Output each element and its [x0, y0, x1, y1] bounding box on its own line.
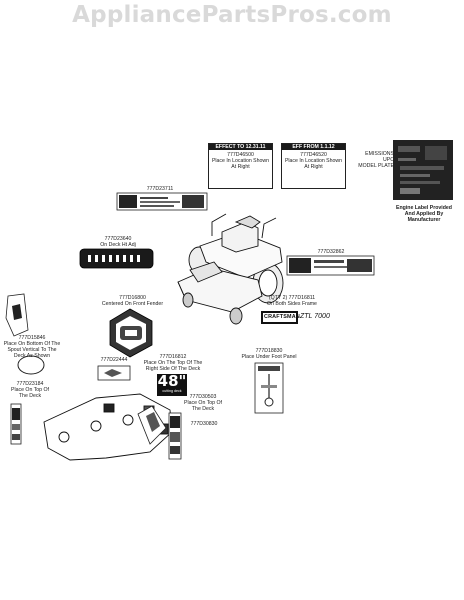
- upc-label: UPC: [383, 157, 394, 163]
- callout-777d23711[interactable]: 777D23711: [146, 186, 174, 192]
- placement-note: On Deck Ht Adj: [100, 242, 136, 248]
- watermark: AppliancePartsPros.com: [72, 2, 392, 28]
- part-number: 777D30503: [189, 394, 217, 400]
- callout-777d32862[interactable]: 777D32862: [317, 249, 345, 255]
- effect-to-header: EFFECT TO 12.31.11: [209, 144, 272, 150]
- callout-777d16800[interactable]: 777D16800 Centered On Front Fender: [95, 295, 170, 307]
- craftsman-badge-graphic: [261, 311, 298, 324]
- callout-777d22444[interactable]: 777D22444: [100, 357, 128, 363]
- decal-777d18830: [254, 362, 284, 414]
- decal-777d32862: [286, 255, 375, 276]
- callout-777d30503[interactable]: 777D30503 Place On Top Of The Deck: [180, 394, 226, 412]
- part-number: 777D18830: [255, 348, 283, 354]
- part-number: (QTY 2) 777D16811: [268, 295, 316, 301]
- model-badge-text: ZTL 7000: [300, 313, 330, 320]
- decal-777d30830: [137, 405, 167, 445]
- placement-note: Place On Top Of The Deck: [11, 387, 49, 399]
- callout-777d23640[interactable]: 777D23640 On Deck Ht Adj: [88, 236, 148, 248]
- engine-label-graphic: [393, 140, 453, 200]
- decal-777d23640: [79, 248, 154, 269]
- decal-777d15846: [5, 293, 45, 375]
- emissions-label: EMISSIONS: [365, 151, 394, 157]
- engine-label-note: Engine Label Provided And Applied By Man…: [396, 205, 452, 223]
- decal-777d23184: [10, 403, 22, 445]
- callout-777d23184[interactable]: 777D23184 Place On Top Of The Deck: [8, 381, 52, 399]
- decal-777d22444: [97, 365, 131, 381]
- placement-note: On Both Sides Frame: [267, 301, 317, 307]
- deck-size-text: 48": [157, 372, 187, 390]
- part-number: 777D46520: [300, 152, 327, 158]
- callout-777d46520[interactable]: EFF FROM 1.1.12 777D46520 Place In Locat…: [281, 143, 346, 189]
- placement-note: Place On The Top Of The Right Side Of Th…: [143, 360, 203, 372]
- model-plate-label: MODEL PLATE: [358, 163, 394, 169]
- decal-777d30503: [168, 412, 182, 460]
- part-number: 777D15846: [18, 335, 46, 341]
- callout-777d30830[interactable]: 777D30830: [190, 421, 218, 427]
- part-number: 777D23184: [16, 381, 44, 387]
- callout-777d46500[interactable]: EFFECT TO 12.31.11 777D46500 Place In Lo…: [208, 143, 273, 189]
- placement-note: Centered On Front Fender: [101, 301, 164, 307]
- part-number: 777D16812: [159, 354, 187, 360]
- zero-turn-mower: [177, 213, 284, 325]
- decal-777d16812-graphic: [157, 374, 187, 396]
- part-number: 777D46500: [227, 152, 254, 158]
- placement-note: Place On Bottom Of The Spout Vertical To…: [3, 341, 61, 359]
- callout-777d15846[interactable]: 777D15846 Place On Bottom Of The Spout V…: [2, 335, 62, 359]
- part-number: 777D16800: [119, 295, 146, 301]
- emblem-777d16800: [109, 308, 153, 358]
- callout-777d16811[interactable]: (QTY 2) 777D16811 On Both Sides Frame: [262, 295, 322, 307]
- placement-note: Place In Location Shown At Right: [211, 158, 270, 170]
- deck-size-subtext: cutting deck: [162, 389, 182, 393]
- placement-note: Place Under Foot Panel: [241, 354, 297, 360]
- callout-777d18830[interactable]: 777D18830 Place Under Foot Panel: [238, 348, 300, 360]
- callout-777d16812[interactable]: 777D16812 Place On The Top Of The Right …: [140, 354, 206, 372]
- placement-note: Place In Location Shown At Right: [284, 158, 343, 170]
- placement-note: Place On Top Of The Deck: [184, 400, 222, 412]
- part-number: 777D23640: [104, 236, 132, 242]
- eff-from-header: EFF FROM 1.1.12: [282, 144, 345, 150]
- decal-777d23711: [116, 192, 208, 211]
- craftsman-wordmark: CRAFTSMAN: [264, 314, 300, 320]
